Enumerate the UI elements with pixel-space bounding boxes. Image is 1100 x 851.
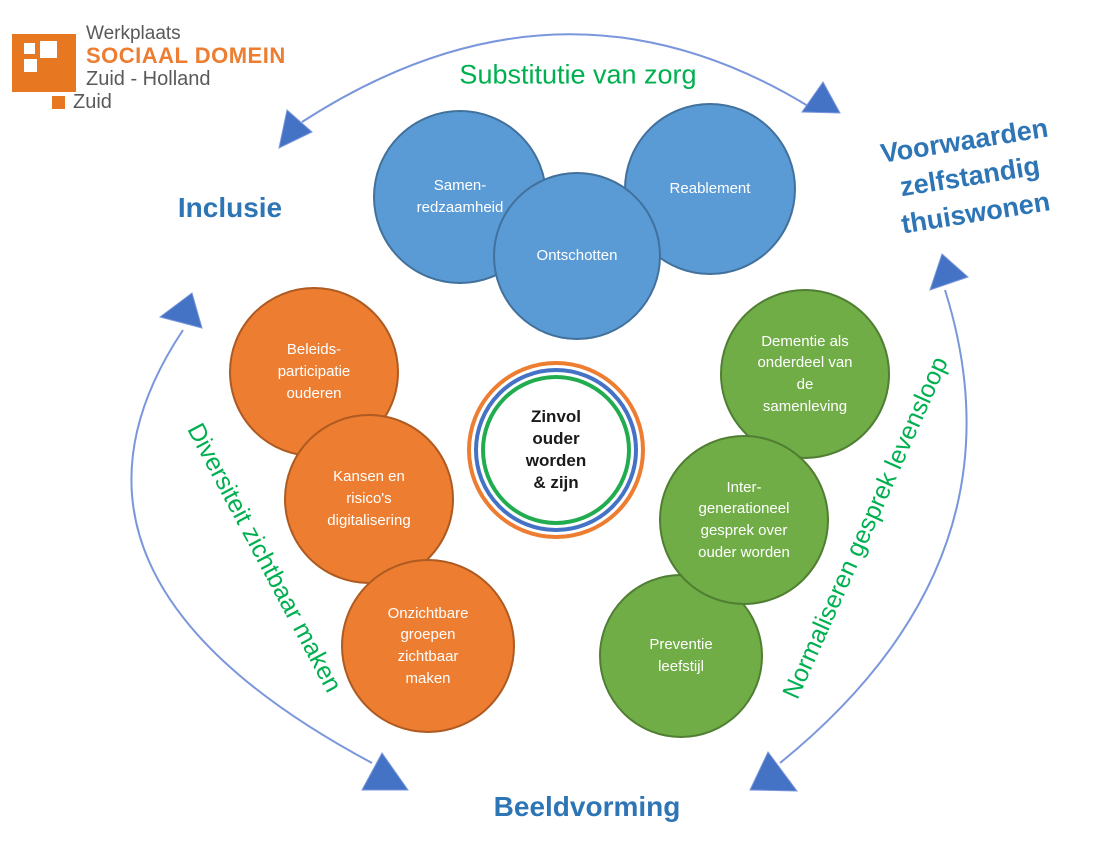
topic-circle-label: Kansen en risico's digitalisering [327,468,411,529]
topic-circle-label: Beleids- participatie ouderen [277,341,351,402]
logo-region-line1: Zuid - Holland [86,68,211,91]
arrowhead-bottom-right-icon [749,751,799,792]
topic-circle-label: Preventie leefstijl [649,636,713,675]
logo-brand-name: SOCIAAL DOMEIN [86,42,286,68]
cycle-arc-top [301,33,809,123]
logo-region-line2: Zuid [73,91,112,114]
topic-circle-intergenerationeel-gesprek: Inter- generationeel gesprek over ouder … [659,435,829,605]
topic-circle-onzichtbare-groepen: Onzichtbare groepen zichtbaar maken [341,559,515,733]
center-circle-title: Zinvol ouder worden & zijn [525,406,587,493]
topic-circle-label: Reablement [669,180,751,198]
topic-circle-label: Samen- redzaamheid [416,177,504,216]
topic-circle-label: Inter- generationeel gesprek over ouder … [698,478,790,561]
logo-pixel-square [24,59,37,72]
center-circle-middle-ring: Zinvol ouder worden & zijn [474,368,638,532]
cycle-arc-left [130,329,373,764]
topic-circle-label: Dementie als onderdeel van de samenlevin… [757,332,853,415]
logo-pixel-square [24,43,35,54]
topic-circle-label: Onzichtbare groepen zichtbaar maken [387,604,469,687]
logo-pixel-icon [12,34,76,92]
arrowhead-left-icon [158,292,203,329]
arrowhead-bottom-left-icon [361,752,409,791]
label-beeldvorming: Beeldvorming [493,791,681,822]
topic-circle-label: Ontschotten [536,247,618,265]
logo-text: Werkplaats SOCIAAL DOMEIN Zuid - Holland… [52,23,286,114]
topic-circle-kansen-risicos-digitalisering: Kansen en risico's digitalisering [284,414,454,584]
logo-region-line2-row: Zuid [52,91,286,114]
topic-circle-dementie-samenleving: Dementie als onderdeel van de samenlevin… [720,289,890,459]
logo-workplace-label: Werkplaats [86,23,181,44]
cycle-arc-right [779,289,968,764]
center-circle-inner-ring: Zinvol ouder worden & zijn [481,375,631,525]
label-substitutie-van-zorg: Substitutie van zorg [459,59,697,90]
topic-circle-beleidsparticipatie-ouderen: Beleids- participatie ouderen [229,287,399,457]
arrowhead-top-left-icon [278,109,313,149]
center-circle-outer-ring: Zinvol ouder worden & zijn [467,361,645,539]
topic-circle-ontschotten: Ontschotten [493,172,661,340]
arrowhead-right-icon [929,253,969,291]
logo-bullet-icon [52,96,65,110]
arrowhead-top-right-icon [801,81,841,114]
logo-pixel-square [40,41,57,58]
label-inclusie: Inclusie [177,192,283,223]
logo: Werkplaats SOCIAAL DOMEIN Zuid - Holland… [12,24,286,114]
